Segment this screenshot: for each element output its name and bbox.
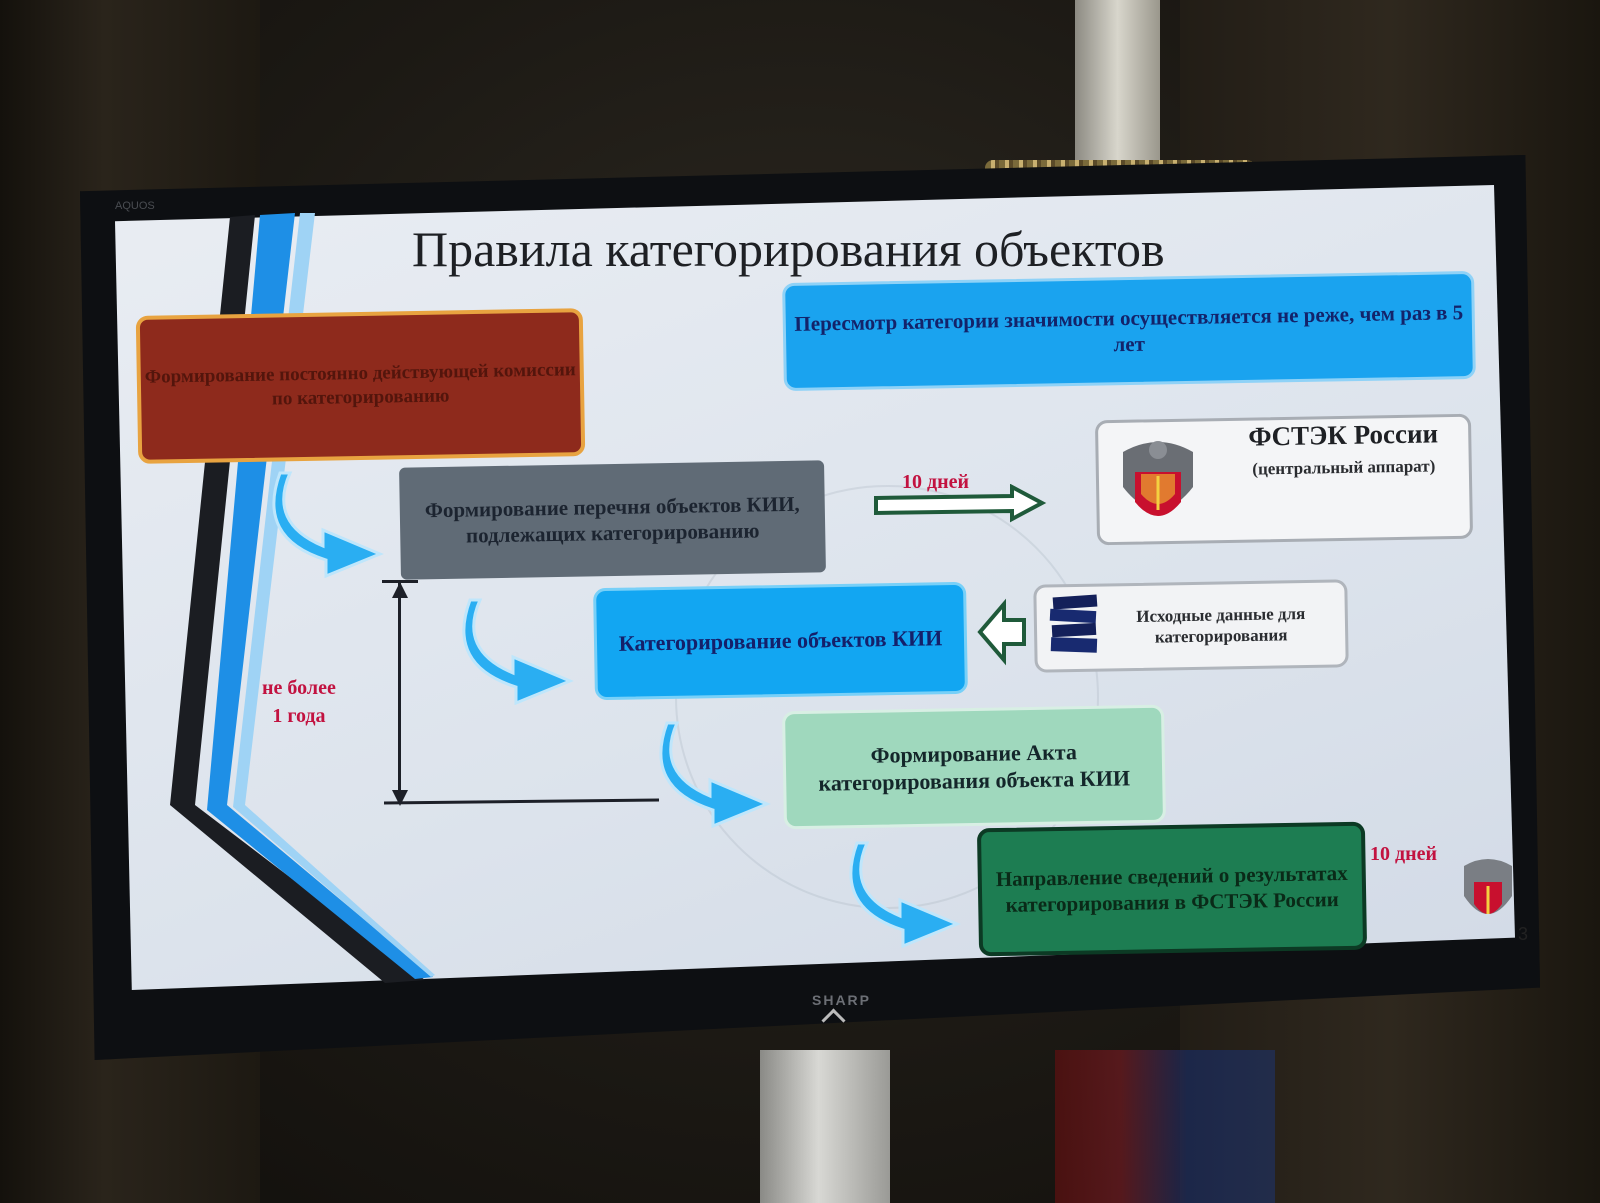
curved-arrow-1-icon [268, 468, 388, 578]
slide-title: Правила категорирования объектов [412, 220, 1165, 278]
fstek-emblem-icon [1113, 432, 1203, 537]
tv-brand-logo: SHARP [812, 992, 871, 1008]
fstek-subtitle: (центральный аппарат) [1252, 455, 1435, 479]
label-10-days-bottom: 10 дней [1370, 840, 1437, 868]
box-send-results: Направление сведений о результатах катег… [977, 822, 1367, 957]
curved-arrow-4-icon [845, 838, 965, 948]
slide-page-number: 3 [1518, 924, 1528, 945]
fstek-small-emblem-icon [1458, 852, 1518, 934]
bracket-arrow-up-icon [392, 582, 408, 598]
arrow-right-to-fstek-icon [872, 484, 1047, 524]
label-limit-line2: 1 года [262, 702, 336, 730]
box-category-review: Пересмотр категории значимости осуществл… [782, 271, 1476, 391]
fstek-name: ФСТЭК России [1248, 417, 1438, 454]
box-object-list-formation: Формирование перечня объектов КИИ, подле… [399, 460, 826, 579]
bracket-arrow-down-icon [392, 790, 408, 806]
label-limit-line1: не более [262, 674, 336, 702]
documents-stack-icon [1045, 592, 1105, 662]
label-limit: не более 1 года [262, 674, 336, 730]
box-categorization: Категорирование объектов КИИ [593, 582, 968, 700]
bracket-vertical-line [398, 582, 401, 804]
curved-arrow-2-icon [458, 595, 578, 705]
tv-stand [760, 1050, 890, 1203]
flags-background [1055, 1050, 1275, 1203]
box-commission-formation: Формирование постоянно действующей комис… [136, 308, 586, 464]
box-act-formation: Формирование Акта категорирования объект… [782, 705, 1166, 830]
curved-arrow-3-icon [655, 718, 775, 828]
arrow-left-from-data-icon [976, 598, 1028, 666]
